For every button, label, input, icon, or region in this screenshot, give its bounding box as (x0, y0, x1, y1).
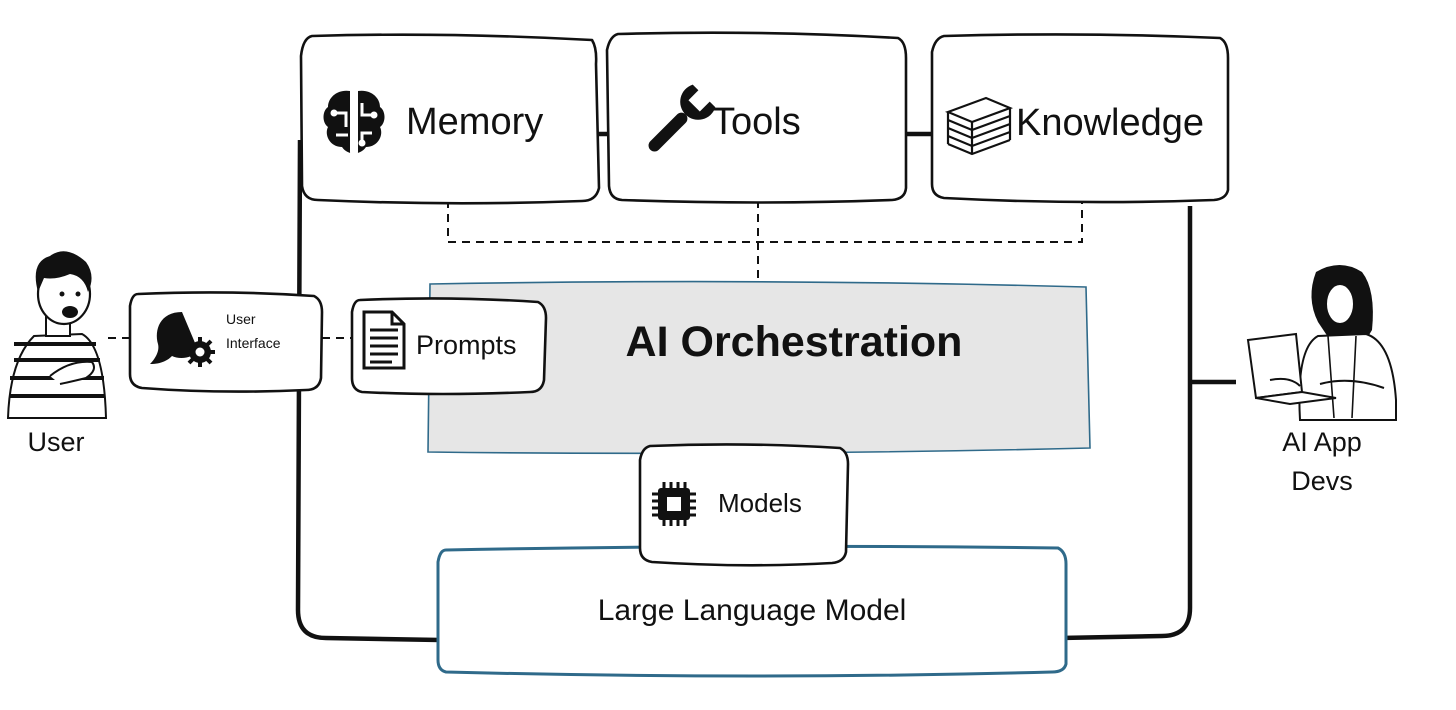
prompts-box[interactable]: Prompts (350, 297, 548, 396)
user-interface-label-line1: User (226, 311, 256, 327)
chip-icon (652, 482, 696, 526)
models-label: Models (718, 488, 802, 518)
tools-label: Tools (712, 101, 801, 143)
llm-label: Large Language Model (598, 594, 907, 627)
devs-label-line2: Devs (1291, 466, 1353, 496)
prompts-label: Prompts (416, 330, 517, 360)
devs-label-line1: AI App (1282, 427, 1362, 457)
knowledge-label: Knowledge (1016, 102, 1204, 144)
orchestration-box[interactable]: AI Orchestration (427, 280, 1091, 455)
user-person-icon (6, 251, 108, 419)
developer-person-icon (1246, 265, 1397, 421)
books-icon (944, 96, 1014, 156)
knowledge-box[interactable]: Knowledge (930, 33, 1230, 204)
user-interface-box[interactable]: User Interface (128, 291, 324, 393)
chat-gear-icon (150, 312, 215, 367)
orchestration-label: AI Orchestration (626, 318, 963, 366)
brain-icon (323, 90, 385, 153)
models-box[interactable]: Models (638, 443, 850, 567)
memory-box[interactable]: Memory (299, 33, 601, 205)
tools-box[interactable]: Tools (605, 31, 908, 204)
user-interface-label-line2: Interface (226, 335, 281, 351)
memory-label: Memory (406, 101, 543, 143)
user-label: User (27, 427, 84, 457)
wrench-icon (648, 84, 716, 152)
document-icon (362, 310, 406, 370)
outer-frame (295, 131, 1236, 643)
